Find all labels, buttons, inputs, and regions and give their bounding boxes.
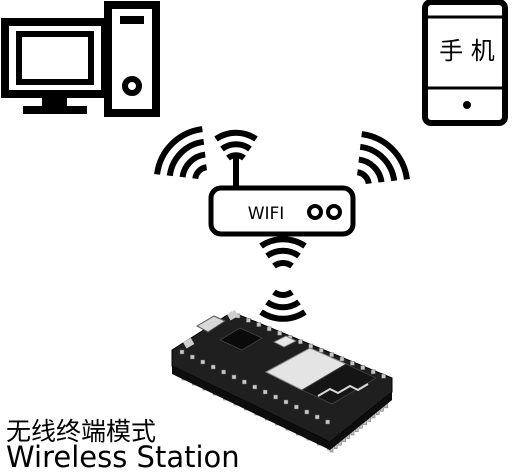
router-label: WIFI — [248, 204, 285, 224]
header-pin — [221, 369, 226, 375]
regulator-chip — [273, 335, 297, 348]
flash-button — [227, 309, 239, 321]
header-pin — [339, 356, 345, 362]
header-pin — [350, 361, 355, 366]
header-pin — [294, 404, 299, 410]
board-header-pins — [179, 313, 386, 425]
router-led-2 — [326, 204, 342, 220]
header-pin — [190, 354, 195, 360]
usb-connector — [195, 315, 227, 333]
header-pin — [298, 339, 303, 345]
desktop-computer-icon — [1, 1, 160, 117]
header-pin — [283, 399, 289, 405]
wave-board-up — [259, 289, 307, 322]
header-pin — [277, 330, 282, 336]
phone-home-button — [463, 101, 471, 109]
header-pin — [329, 352, 334, 357]
header-pin — [246, 318, 251, 323]
wave-router-top — [214, 129, 258, 161]
header-pin — [231, 374, 237, 380]
wave-toward-phone — [356, 131, 410, 185]
header-pin — [370, 369, 376, 375]
header-pin — [308, 343, 314, 349]
phone-label: 手 机 — [439, 37, 495, 65]
esp8266-nodemcu-board — [171, 309, 393, 453]
usb-chip — [219, 327, 263, 351]
wave-router-to-board-up — [259, 236, 307, 269]
monitor-screen — [16, 31, 94, 85]
header-pin — [210, 364, 216, 370]
router-body — [208, 185, 356, 237]
tower-case — [104, 1, 160, 117]
reset-button — [183, 337, 195, 349]
header-pin — [381, 373, 386, 379]
header-pin — [325, 419, 330, 425]
router-led-1 — [307, 204, 323, 220]
header-pin — [314, 414, 320, 420]
tower-drive-slot — [120, 16, 144, 24]
phone-body — [422, 0, 508, 126]
wifi-signal-waves — [154, 126, 410, 322]
wifi-router-icon: WIFI — [208, 158, 356, 237]
header-pin — [262, 389, 268, 395]
monitor-stand — [42, 94, 67, 108]
header-pin — [360, 365, 366, 370]
mode-label-en: Wireless Station — [6, 440, 240, 474]
header-pin — [318, 348, 324, 353]
mode-label-cn: 无线终端模式 — [6, 417, 157, 446]
header-pin — [273, 394, 278, 400]
header-pin — [200, 359, 206, 365]
monitor-base — [23, 106, 87, 114]
header-pin — [304, 409, 310, 415]
header-pin — [252, 384, 258, 390]
header-pin — [242, 379, 247, 385]
header-pin — [256, 322, 262, 327]
tower-power-button — [122, 76, 142, 96]
header-pin — [179, 349, 185, 355]
mobile-phone-icon: 手 机 — [422, 0, 508, 126]
pcb-antenna-trace — [317, 383, 369, 397]
header-pin — [266, 326, 272, 332]
wave-toward-computer — [154, 126, 208, 180]
